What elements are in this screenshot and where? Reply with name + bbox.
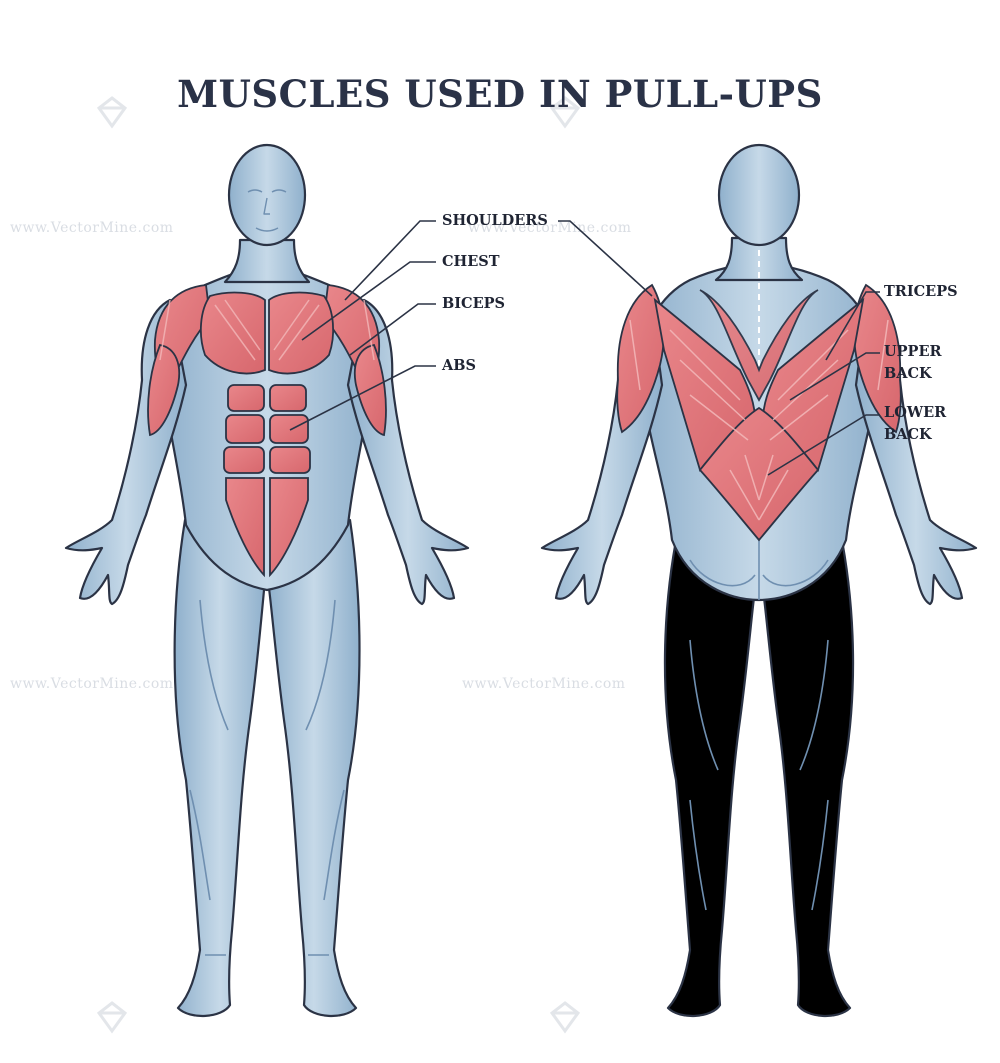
abs-segment	[227, 384, 265, 412]
front-leader-lines	[289, 220, 436, 431]
abs-lower	[225, 477, 265, 578]
label-triceps: TRICEPS	[884, 283, 958, 300]
label-biceps: BICEPS	[442, 295, 506, 312]
upper-back-traps	[699, 289, 819, 402]
back-right-leg	[761, 528, 855, 1018]
label-lower-back-line1: LOWER	[884, 404, 947, 421]
leader-chest	[301, 261, 436, 341]
leader-shoulders	[344, 220, 436, 301]
leader-abs	[289, 365, 436, 431]
watermark-logo-icon	[95, 95, 129, 133]
front-left-pec	[199, 291, 266, 375]
back-figure	[540, 143, 978, 1018]
leader-triceps	[825, 291, 880, 361]
label-abs: ABS	[442, 357, 476, 374]
back-neck	[714, 236, 804, 282]
front-right-leg	[266, 518, 361, 1018]
watermark-logo-icon	[548, 1000, 582, 1038]
front-figure	[64, 143, 470, 1018]
lower-back	[698, 406, 820, 542]
watermark-text: www.VectorMine.com	[462, 676, 626, 692]
leader-upper-back	[789, 352, 880, 401]
abs-lower	[269, 477, 309, 578]
front-right-pec	[268, 291, 335, 375]
label-upper-back-line1: UPPER	[884, 343, 942, 360]
back-left-leg	[663, 528, 757, 1018]
watermark-logo-icon	[548, 95, 582, 133]
abs-segment	[269, 414, 309, 444]
watermark-text: www.VectorMine.com	[10, 676, 174, 692]
leader-shoulders-back	[558, 220, 653, 297]
label-lower-back-line2: BACK	[884, 426, 932, 443]
back-head	[717, 143, 801, 247]
leader-biceps	[349, 303, 436, 356]
front-left-bicep	[147, 343, 181, 437]
abs-segment	[269, 384, 307, 412]
watermark-logo-icon	[95, 1000, 129, 1038]
label-shoulders: SHOULDERS	[442, 212, 548, 229]
label-chest: CHEST	[442, 253, 500, 270]
leader-lower-back	[767, 414, 880, 476]
watermark-text: www.VectorMine.com	[10, 220, 174, 236]
abs-segment	[223, 446, 265, 474]
abs-segment	[225, 414, 265, 444]
front-head	[227, 143, 307, 247]
abs-segment	[269, 446, 311, 474]
back-leader-lines	[558, 220, 880, 476]
front-neck	[223, 238, 311, 284]
front-left-leg	[173, 518, 267, 1018]
label-upper-back-line2: BACK	[884, 365, 932, 382]
watermark-text: www.VectorMine.com	[468, 220, 632, 236]
page-title: MUSCLES USED IN PULL-UPS	[177, 72, 823, 116]
